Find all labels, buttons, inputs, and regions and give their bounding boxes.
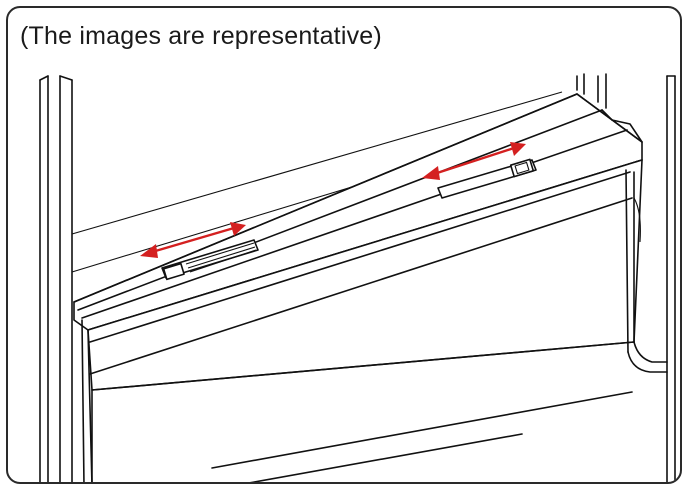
left-cabinet-wall [39, 75, 73, 482]
left-slider-vent [161, 239, 259, 281]
drawer-lower-body [91, 389, 633, 482]
right-cabinet-wall [576, 73, 676, 482]
figure-frame: (The images are representative) [6, 6, 682, 484]
right-slider-vent [437, 158, 537, 199]
left-slider-adjustment-arrow [140, 222, 246, 258]
image-caption: (The images are representative) [20, 22, 382, 50]
right-slider-adjustment-arrow [422, 142, 526, 180]
drawer-illustration [39, 73, 676, 482]
drawer-front-panel [81, 159, 668, 482]
